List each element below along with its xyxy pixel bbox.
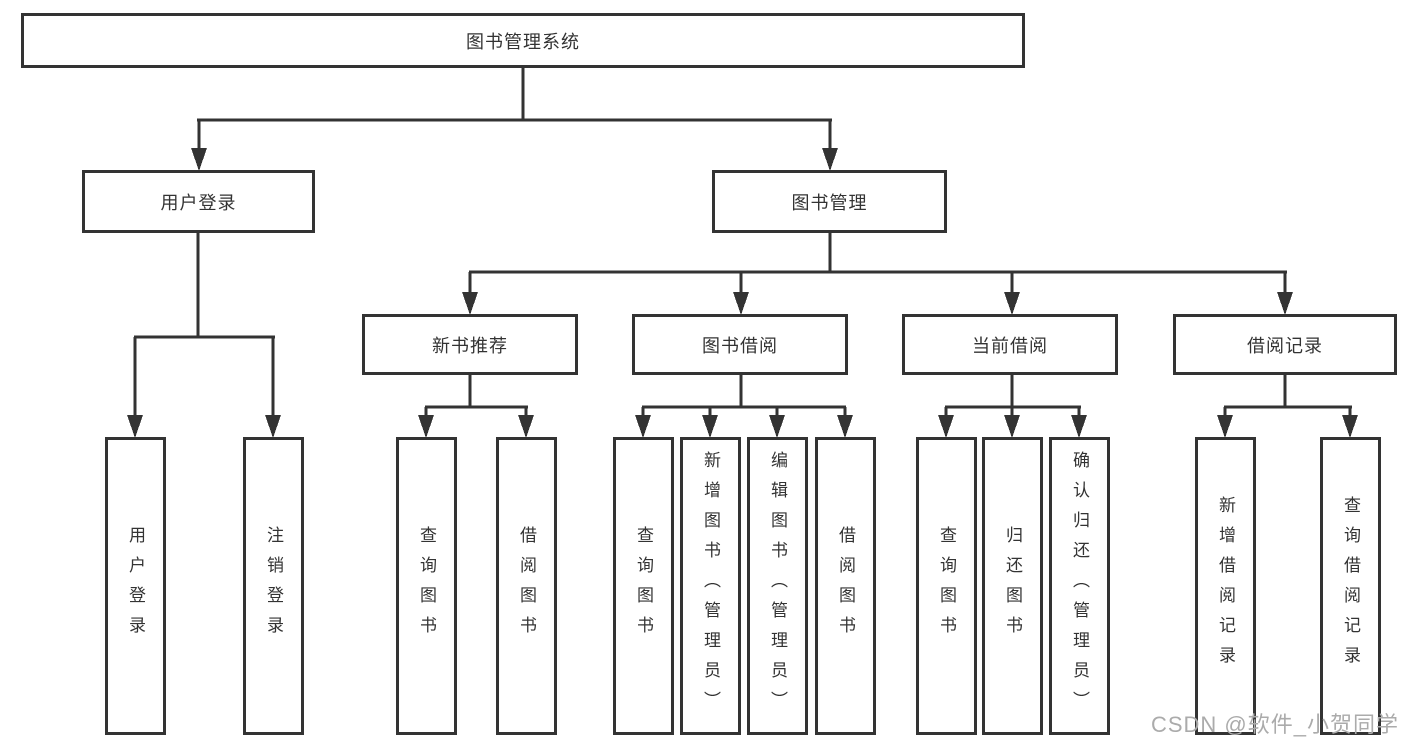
leaf-label: 借阅图书 bbox=[517, 526, 536, 646]
node-label: 图书借阅 bbox=[702, 335, 778, 356]
leaf-edit-books-admin: 编辑图书（管理员） bbox=[747, 437, 808, 735]
node-label: 用户登录 bbox=[160, 192, 237, 213]
node-user-login: 用户登录 bbox=[82, 170, 315, 233]
arrowhead-icons bbox=[127, 148, 1358, 438]
leaf-borrow-books-recommend: 借阅图书 bbox=[496, 437, 557, 735]
node-book-management: 图书管理 bbox=[712, 170, 947, 233]
leaf-label: 新增借阅记录 bbox=[1216, 496, 1235, 676]
leaf-logout: 注销登录 bbox=[243, 437, 304, 735]
leaf-label: 查询图书 bbox=[937, 526, 956, 646]
node-new-book-recommend: 新书推荐 bbox=[362, 314, 578, 375]
leaf-label: 用户登录 bbox=[126, 526, 145, 646]
leaf-query-books-borrow: 查询图书 bbox=[613, 437, 674, 735]
leaf-query-books-current: 查询图书 bbox=[916, 437, 977, 735]
leaf-borrow-books: 借阅图书 bbox=[815, 437, 876, 735]
leaf-return-books: 归还图书 bbox=[982, 437, 1043, 735]
node-label: 图书管理 bbox=[791, 192, 868, 213]
leaf-label: 借阅图书 bbox=[836, 526, 855, 646]
leaf-label: 归还图书 bbox=[1003, 526, 1022, 646]
leaf-label: 编辑图书（管理员） bbox=[768, 451, 787, 721]
leaf-label: 注销登录 bbox=[264, 526, 283, 646]
node-label: 新书推荐 bbox=[432, 335, 508, 356]
leaf-label: 确认归还（管理员） bbox=[1070, 451, 1089, 721]
node-label: 图书管理系统 bbox=[466, 31, 580, 52]
node-book-borrow: 图书借阅 bbox=[632, 314, 848, 375]
node-current-borrow: 当前借阅 bbox=[902, 314, 1118, 375]
leaf-label: 查询图书 bbox=[417, 526, 436, 646]
leaf-query-borrow-record: 查询借阅记录 bbox=[1320, 437, 1381, 735]
leaf-confirm-return-admin: 确认归还（管理员） bbox=[1049, 437, 1110, 735]
leaf-add-borrow-record: 新增借阅记录 bbox=[1195, 437, 1256, 735]
csdn-watermark: CSDN @软件_小贺同学 bbox=[1150, 712, 1399, 737]
leaf-add-books-admin: 新增图书（管理员） bbox=[680, 437, 741, 735]
leaf-query-books-recommend: 查询图书 bbox=[396, 437, 457, 735]
node-root-system: 图书管理系统 bbox=[21, 13, 1025, 68]
leaf-label: 查询图书 bbox=[634, 526, 653, 646]
node-label: 借阅记录 bbox=[1247, 335, 1323, 356]
node-borrow-records: 借阅记录 bbox=[1173, 314, 1397, 375]
leaf-user-login: 用户登录 bbox=[105, 437, 166, 735]
leaf-label: 新增图书（管理员） bbox=[701, 451, 720, 721]
leaf-label: 查询借阅记录 bbox=[1341, 496, 1360, 676]
node-label: 当前借阅 bbox=[972, 335, 1048, 356]
